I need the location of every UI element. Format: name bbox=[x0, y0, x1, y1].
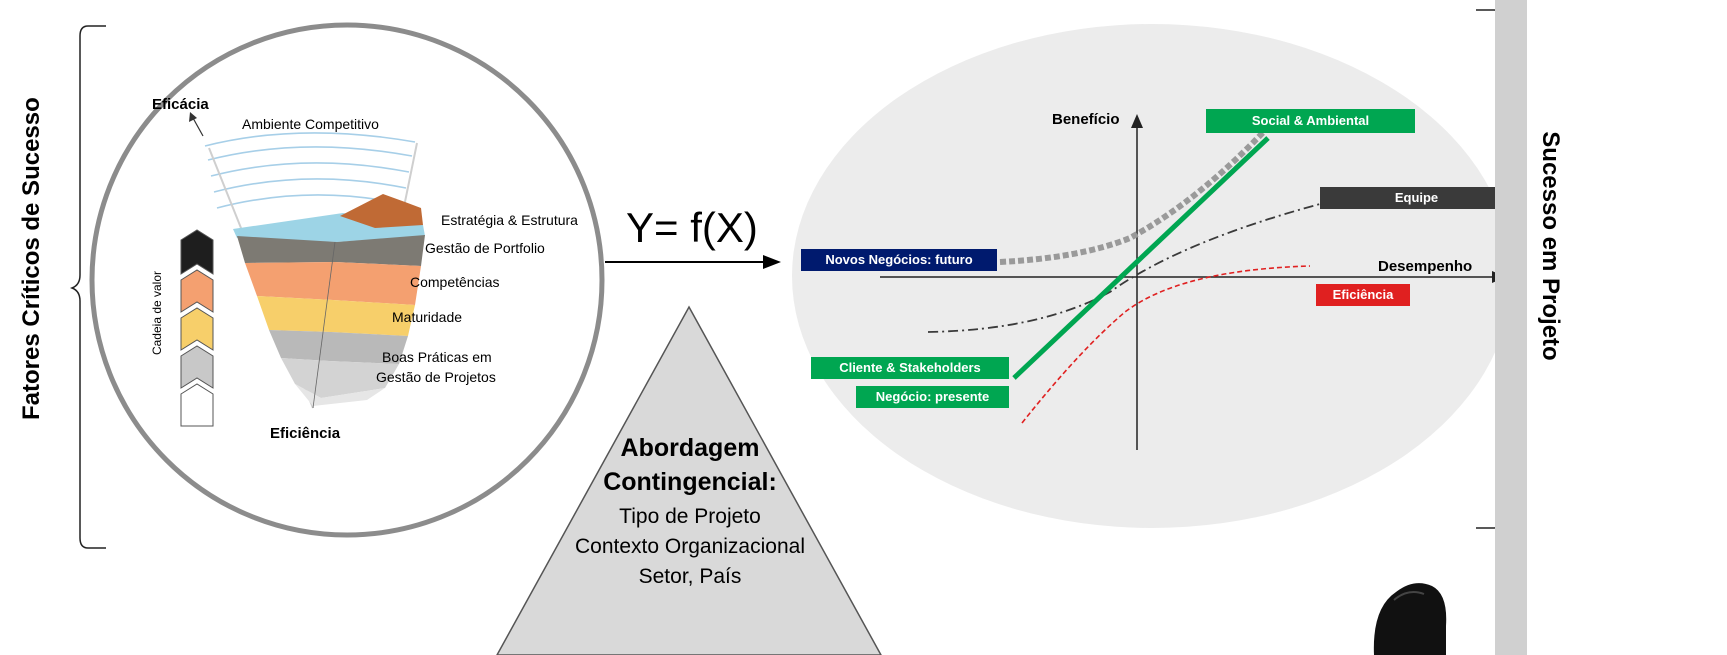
value-chain-label: Cadeia de valor bbox=[150, 270, 164, 356]
layer-competencias: Competências bbox=[410, 274, 500, 290]
layer-maturidade: Maturidade bbox=[392, 309, 463, 325]
triangle-item-2: Contexto Organizacional bbox=[575, 535, 805, 558]
tag-cliente-stakeholders: Cliente & Stakeholders bbox=[811, 357, 1009, 379]
right-side-bar bbox=[1495, 0, 1527, 655]
triangle-title-2: Contingencial: bbox=[603, 468, 777, 496]
tag-novos-negocios: Novos Negócios: futuro bbox=[801, 249, 997, 271]
left-brace bbox=[70, 25, 106, 549]
layer-estrategia: Estratégia & Estrutura bbox=[441, 212, 578, 228]
ambiente-label: Ambiente Competitivo bbox=[242, 116, 379, 132]
tag-equipe: Equipe bbox=[1320, 187, 1513, 209]
tag-eficiencia: Eficiência bbox=[1316, 284, 1410, 306]
y-axis-label: Benefício bbox=[1052, 111, 1120, 128]
contingency-triangle bbox=[496, 305, 882, 655]
tag-social-ambiental: Social & Ambiental bbox=[1206, 109, 1415, 133]
layer-portfolio: Gestão de Portfolio bbox=[425, 240, 545, 256]
triangle-title-1: Abordagem bbox=[620, 434, 760, 462]
formula: Y= f(X) bbox=[626, 204, 758, 251]
left-title: Fatores Críticos de Sucesso bbox=[18, 97, 45, 420]
tag-negocio-presente: Negócio: presente bbox=[856, 386, 1009, 408]
triangle-item-3: Setor, País bbox=[638, 565, 742, 588]
layer-boas-praticas: Boas Práticas em bbox=[382, 349, 492, 365]
person-photo bbox=[1373, 583, 1447, 655]
layer-gestao-projetos: Gestão de Projetos bbox=[376, 369, 496, 385]
triangle-item-1: Tipo de Projeto bbox=[619, 505, 761, 528]
x-axis-label: Desempenho bbox=[1378, 258, 1473, 275]
eficiencia-label: Eficiência bbox=[270, 425, 341, 442]
right-title: Sucesso em Projeto bbox=[1537, 131, 1564, 361]
eficacia-label: Eficácia bbox=[152, 96, 209, 113]
main-arrow bbox=[605, 255, 781, 269]
cone-diagram bbox=[89, 22, 605, 538]
benefit-graph bbox=[792, 24, 1512, 528]
